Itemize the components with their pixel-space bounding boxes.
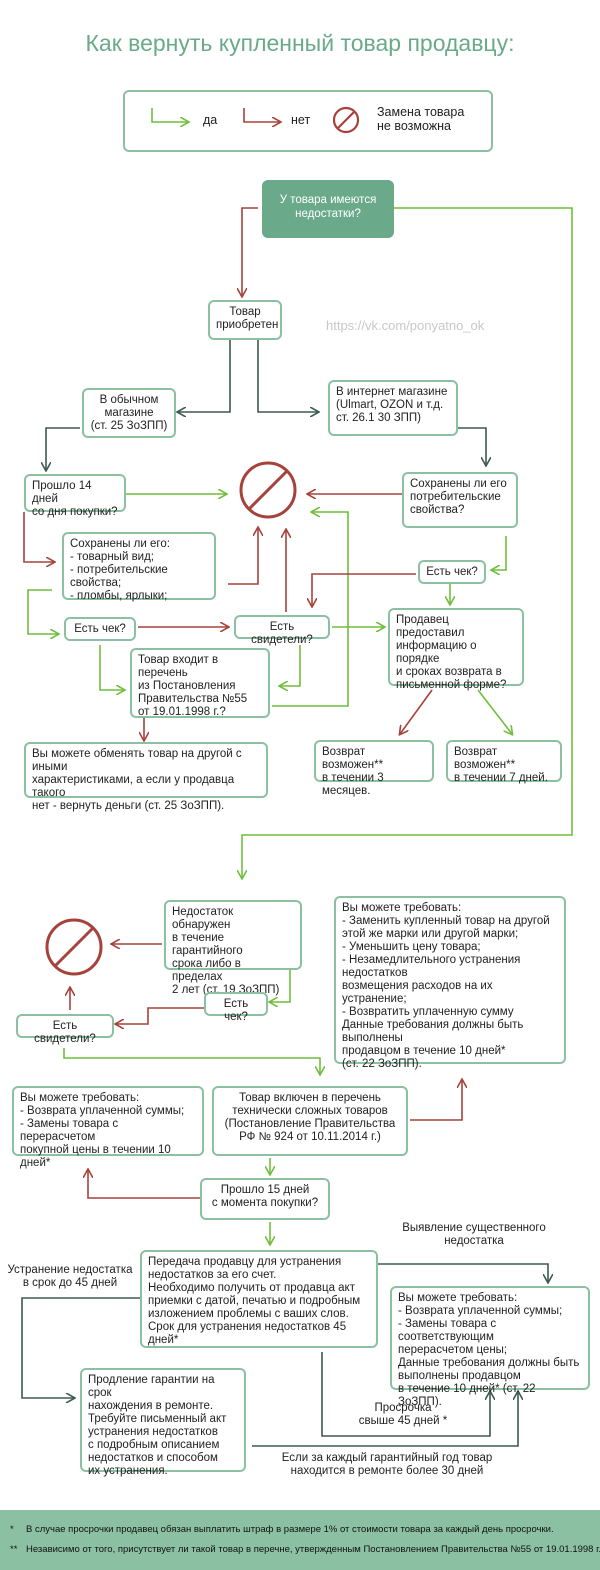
node-bought: Товар приобретен <box>208 300 282 340</box>
node-return-3-months: Возврат возможен** в течении 3 месяцев. <box>314 740 434 797</box>
footnote-2: **Независимо от того, присутствует ли та… <box>10 1544 600 1555</box>
legend-no-label: нет <box>291 113 311 127</box>
node-start-question: У товара имеются недостатки? <box>262 180 394 238</box>
node-return-7-days: Возврат возможен** в течении 7 дней. <box>446 740 562 784</box>
legend-yes-label: да <box>203 113 218 127</box>
label-repair-30-days: Если за каждый гарантийный год товар нах… <box>281 1452 493 1477</box>
legend-impossible-label: Замена товара не возможна <box>377 105 465 133</box>
node-witnesses-2: Есть свидетели? <box>16 1014 114 1045</box>
watermark: https://vk.com/ponyatno_ok <box>326 318 485 333</box>
page-title: Как вернуть купленный товар продавцу: <box>85 30 515 56</box>
node-exchange: Вы можете обменять товар на другой с ины… <box>24 742 268 812</box>
node-seller-info: Продавец предоставил информацию о порядк… <box>388 608 524 691</box>
footnotes: *В случае просрочки продавец обязан выпл… <box>0 1510 600 1570</box>
forbidden-icon-legend <box>332 106 360 134</box>
node-check-offline: Есть чек? <box>64 617 136 641</box>
node-defect-found: Недостаток обнаружен в течение гарантийн… <box>164 900 302 996</box>
node-check-online: Есть чек? <box>418 560 486 584</box>
node-15-days: Прошло 15 дней с момента покупки? <box>200 1178 330 1220</box>
label-overdue-45: Просрочка свыше 45 дней * <box>358 1402 448 1427</box>
label-fix-45-days: Устранение недостатка в срок до 45 дней <box>7 1264 133 1289</box>
node-offline-store: В обычном магазине (ст. 25 ЗоЗПП) <box>82 388 176 438</box>
node-list-55: Товар входит в перечень из Постановления… <box>130 648 270 718</box>
node-transfer-for-repair: Передача продавцу для устранения недоста… <box>140 1250 378 1348</box>
node-complex-goods: Товар включен в перечень технически слож… <box>212 1086 408 1156</box>
legend-yes-arrow <box>151 108 188 122</box>
node-witnesses: Есть свидетели? <box>234 615 330 646</box>
node-demand-2: Вы можете требовать: - Возврата уплаченн… <box>12 1086 204 1169</box>
node-demand-3: Вы можете требовать: - Возврата уплаченн… <box>390 1286 590 1408</box>
forbidden-icon-upper <box>239 461 297 519</box>
node-preserved-offline: Сохранены ли его: - товарный вид; - потр… <box>62 532 216 602</box>
node-demand-1: Вы можете требовать: - Заменить купленны… <box>334 896 566 1070</box>
forbidden-icon-lower <box>45 918 103 976</box>
node-check-2: Есть чек? <box>204 992 268 1023</box>
label-essential-defect: Выявление существенного недостатка <box>402 1222 546 1247</box>
node-preserved-online: Сохранены ли его потребительские свойств… <box>402 472 518 528</box>
legend-no-arrow <box>243 108 280 122</box>
node-extend-warranty: Продление гарантии на срок нахождения в … <box>80 1368 246 1477</box>
node-online-store: В интернет магазине (Ulmart, OZON и т.д.… <box>328 380 458 436</box>
legend: да нет Замена товара не возможна <box>123 90 493 152</box>
node-14-days: Прошло 14 дней со дня покупки? <box>24 474 126 518</box>
footnote-1: *В случае просрочки продавец обязан выпл… <box>10 1524 554 1535</box>
